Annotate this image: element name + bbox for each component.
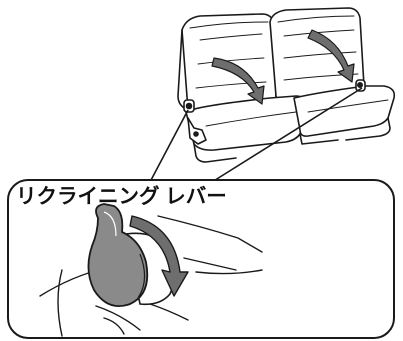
rear-seat-illustration <box>178 8 394 162</box>
lever-closeup-callout: リクライニング レバー <box>8 180 394 338</box>
callout-label: リクライニング レバー <box>16 184 227 208</box>
